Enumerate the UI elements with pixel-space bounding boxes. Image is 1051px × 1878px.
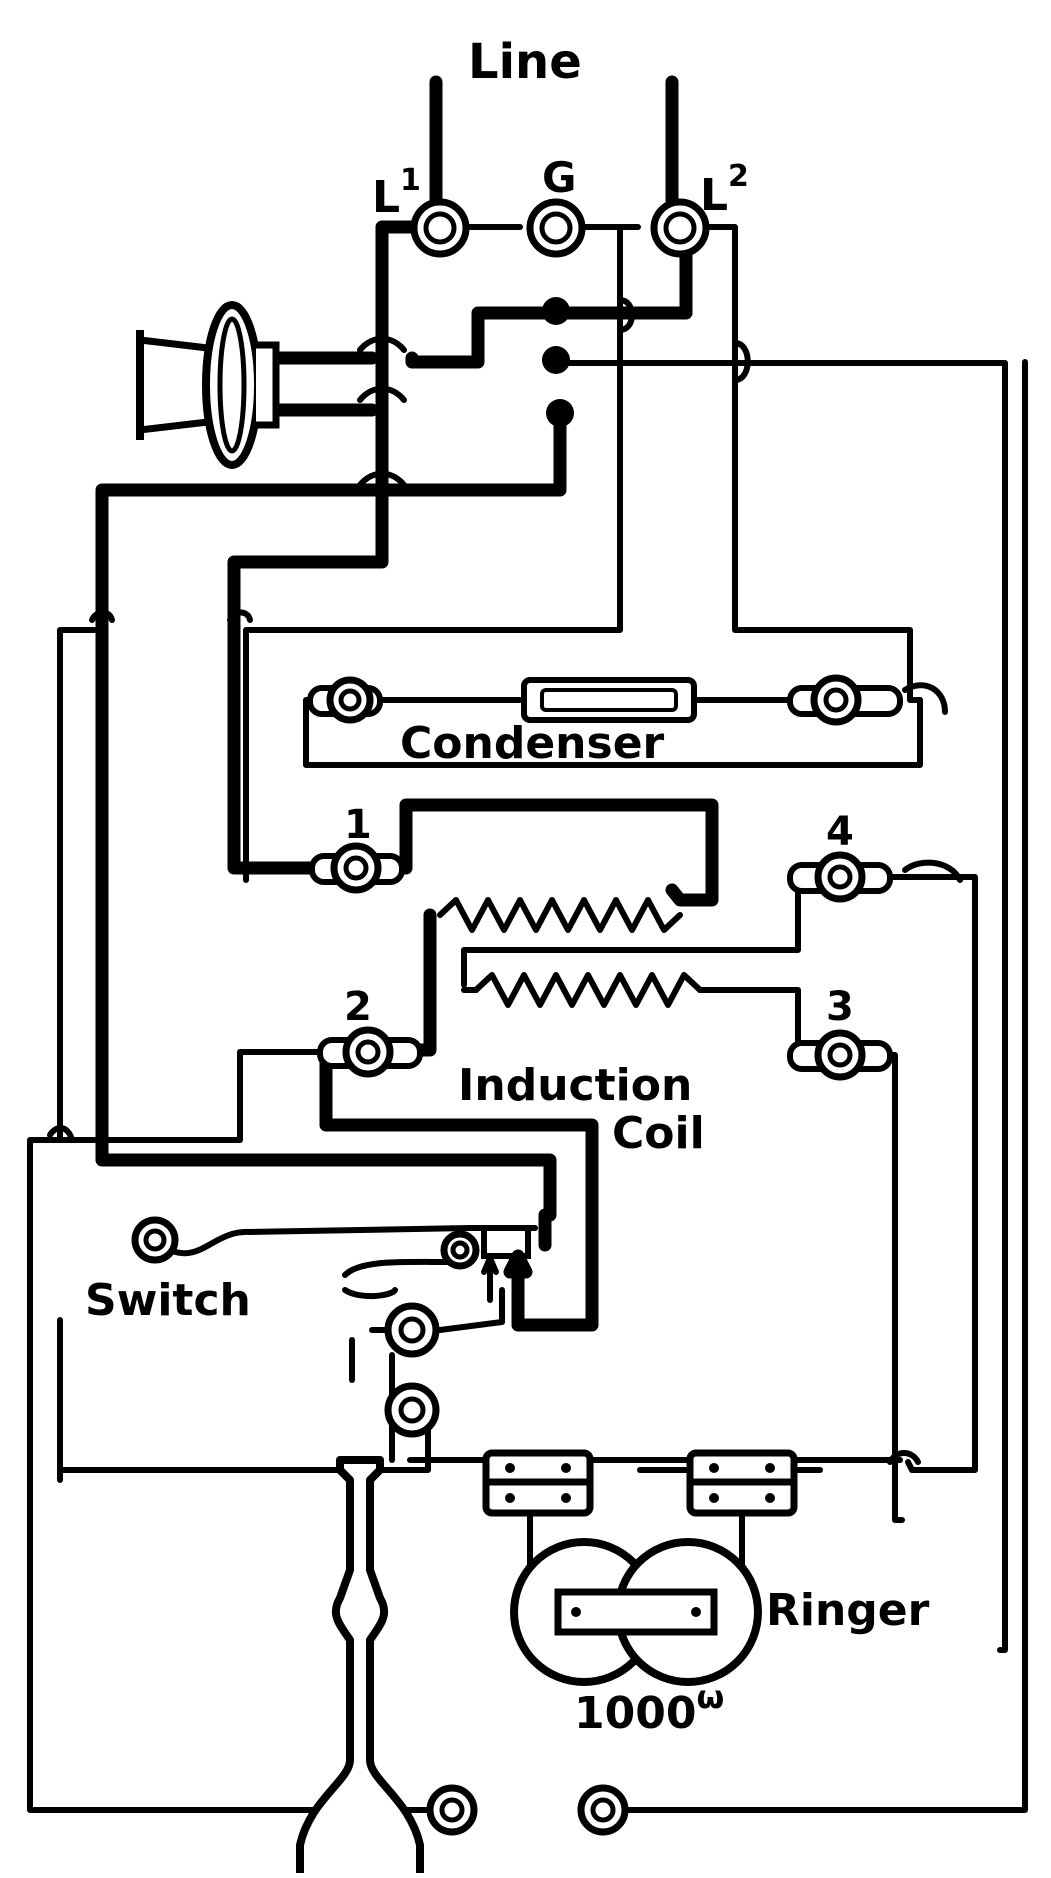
ringer-bells-icon xyxy=(510,1538,762,1686)
coil-terminal-2 xyxy=(317,1026,423,1078)
line-wires xyxy=(429,75,679,207)
ringer-resistance-value: 1000 xyxy=(574,1688,696,1739)
ringer xyxy=(482,1449,798,1686)
ringer-label: Ringer xyxy=(766,1585,930,1636)
switch-label: Switch xyxy=(85,1275,251,1326)
l1-letter: L xyxy=(372,172,400,223)
condenser-body xyxy=(521,677,697,723)
condenser xyxy=(307,674,903,726)
transmitter-stand-icon xyxy=(296,1456,424,1878)
coil-terminal-1-label: 1 xyxy=(344,802,372,848)
bottom-terminal-right xyxy=(577,1784,629,1836)
ringer-terminal-block-left xyxy=(482,1449,594,1517)
coil-terminal-2-label: 2 xyxy=(344,984,372,1030)
coil-label: Coil xyxy=(612,1108,705,1159)
l1-superscript: 1 xyxy=(400,163,421,198)
terminal-l1 xyxy=(410,198,470,258)
l2-superscript: 2 xyxy=(728,159,749,194)
coil-terminal-4-label: 4 xyxy=(826,809,854,855)
receiver-icon xyxy=(136,301,280,469)
coil-terminal-1 xyxy=(309,842,405,894)
induction-coil xyxy=(437,897,703,1008)
hook-contacts xyxy=(542,297,574,427)
coil-terminal-4 xyxy=(787,851,893,903)
hook-switch xyxy=(131,1216,533,1307)
coil-terminal-3 xyxy=(787,1029,893,1081)
ringer-resistance-unit: ω xyxy=(696,1678,724,1716)
handset-terminal-upper xyxy=(384,1302,440,1358)
bottom-terminal-left xyxy=(426,1784,478,1836)
induction-label: Induction xyxy=(458,1060,692,1111)
coil-terminal-3-label: 3 xyxy=(826,984,854,1030)
g-label: G xyxy=(542,153,576,202)
l2-label: L2 xyxy=(700,159,749,221)
handset-terminal-lower xyxy=(384,1382,440,1438)
condenser-label: Condenser xyxy=(400,718,665,769)
wire-crossings xyxy=(47,297,963,1465)
ringer-terminal-block-right xyxy=(686,1449,798,1517)
l1-label: L1 xyxy=(372,163,421,223)
terminal-l2 xyxy=(650,198,710,258)
condenser-terminal-left xyxy=(307,676,383,724)
line-label: Line xyxy=(468,34,582,90)
terminal-g xyxy=(526,198,586,258)
ringer-resistance-label: 1000ω xyxy=(574,1678,724,1739)
condenser-terminal-right xyxy=(787,674,903,726)
